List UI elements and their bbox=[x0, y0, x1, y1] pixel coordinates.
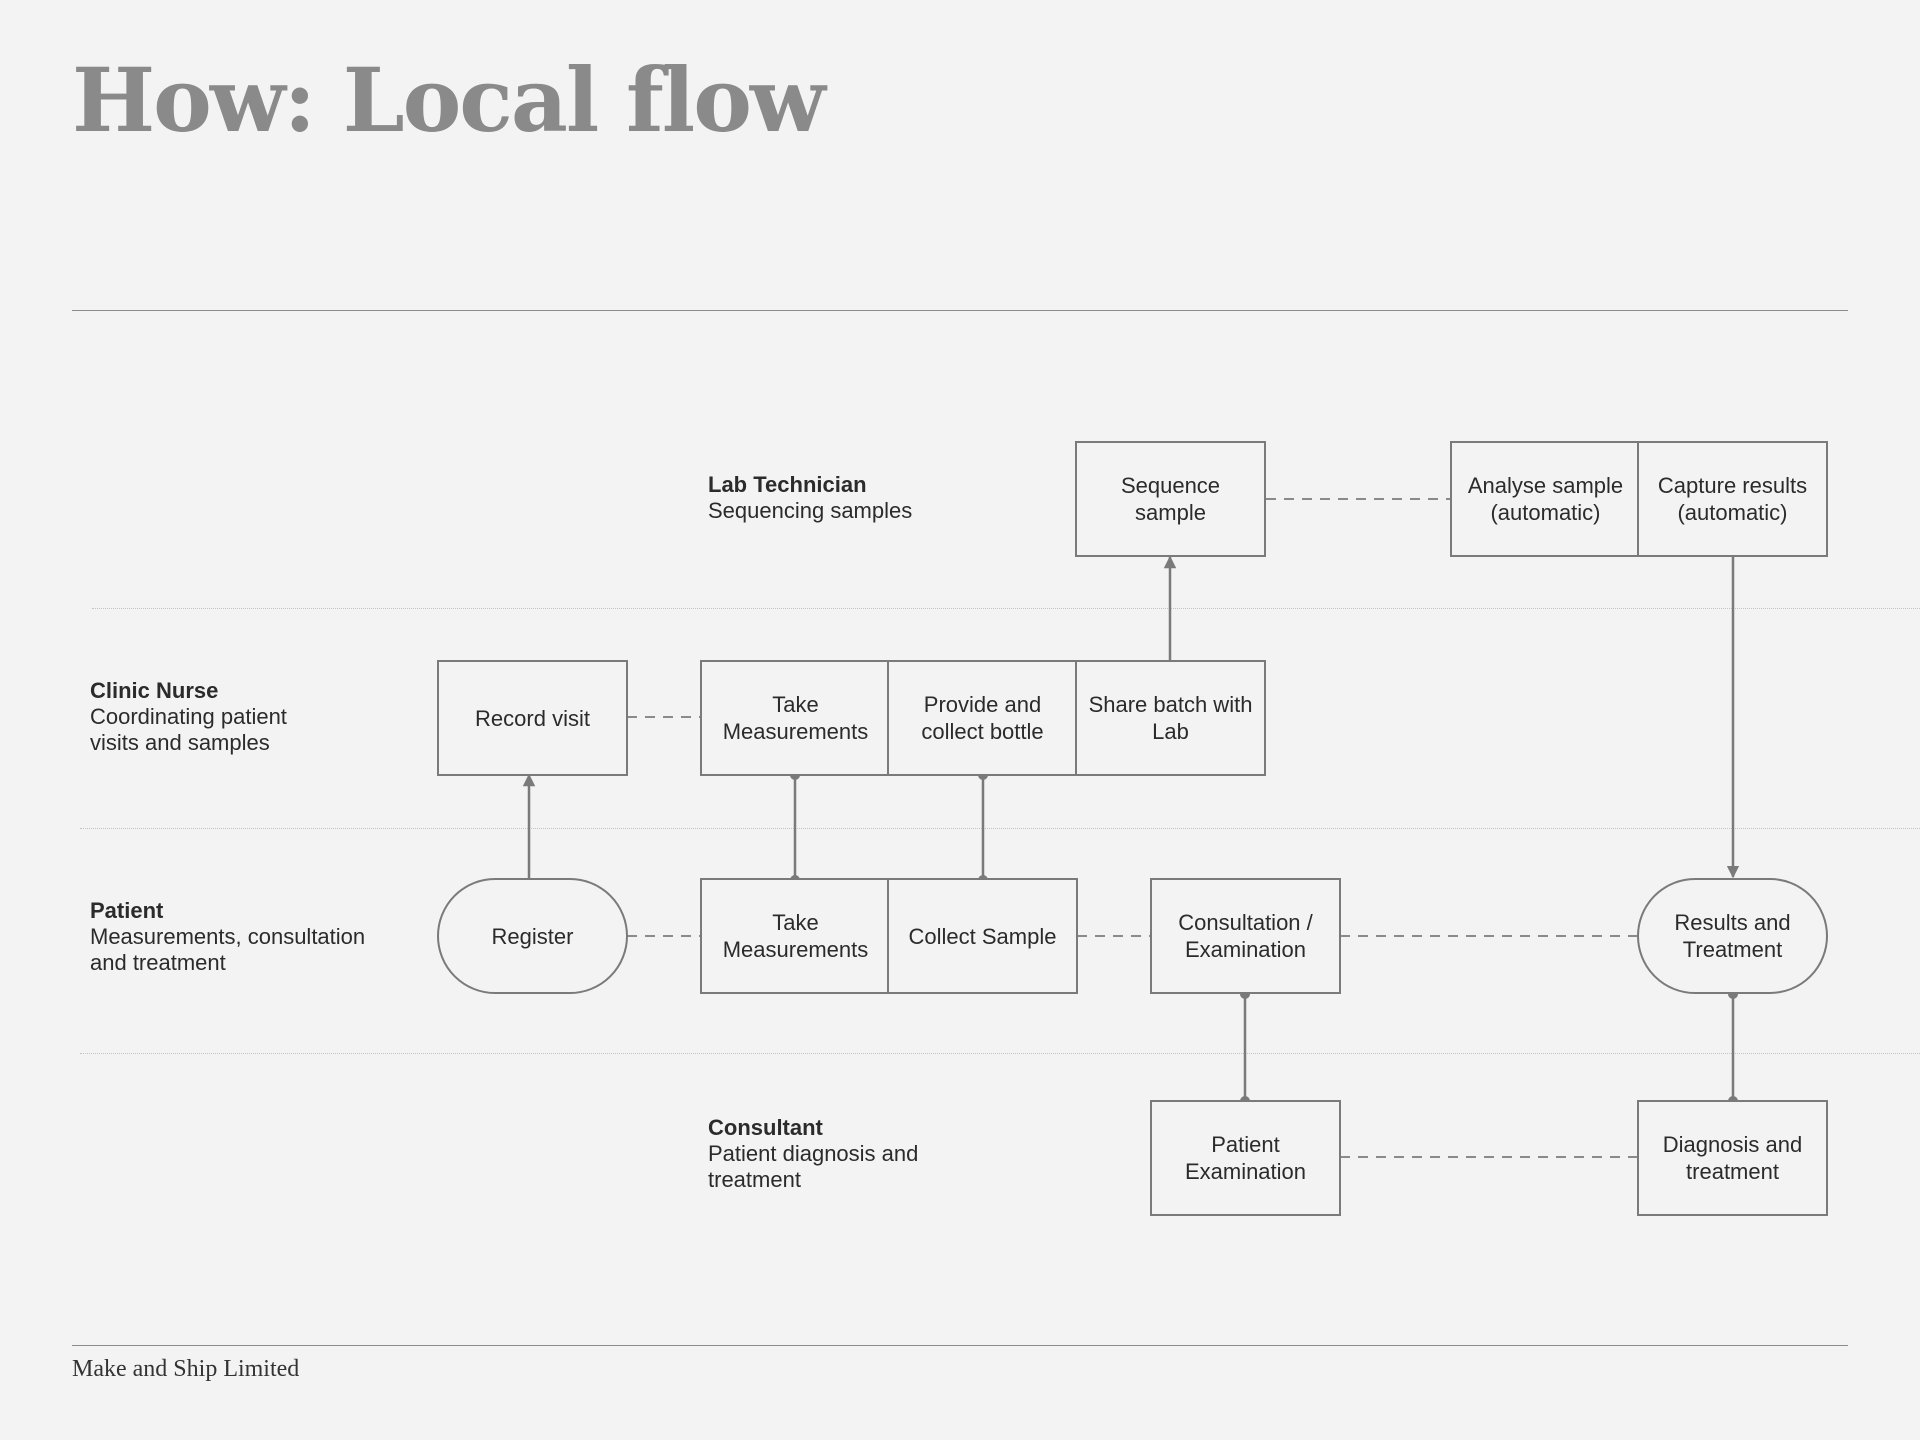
step-patient-take-measurements: Take Measurements bbox=[700, 878, 891, 994]
role-patient: Patient Measurements, consultation and t… bbox=[90, 898, 390, 976]
lane-divider-nurse-patient bbox=[80, 828, 1920, 829]
role-name: Lab Technician bbox=[708, 472, 867, 497]
role-description: Measurements, consultation and treatment bbox=[90, 924, 366, 975]
header-rule bbox=[72, 310, 1848, 311]
step-sequence-sample: Sequence sample bbox=[1075, 441, 1266, 557]
step-consultation: Consultation / Examination bbox=[1150, 878, 1341, 994]
page-title: How: Local flow bbox=[72, 48, 826, 152]
footer-rule bbox=[72, 1345, 1848, 1346]
step-collect-sample: Collect Sample bbox=[887, 878, 1078, 994]
step-nurse-take-measurements: Take Measurements bbox=[700, 660, 891, 776]
step-diagnosis-treatment: Diagnosis and treatment bbox=[1637, 1100, 1828, 1216]
step-provide-bottle: Provide and collect bottle bbox=[887, 660, 1078, 776]
step-register: Register bbox=[437, 878, 628, 994]
role-name: Consultant bbox=[708, 1115, 823, 1140]
role-clinic-nurse: Clinic Nurse Coordinating patient visits… bbox=[90, 678, 330, 756]
footer-company: Make and Ship Limited bbox=[72, 1356, 300, 1382]
role-consultant: Consultant Patient diagnosis and treatme… bbox=[708, 1115, 948, 1193]
role-lab-technician: Lab Technician Sequencing samples bbox=[708, 472, 988, 524]
step-capture-results: Capture results (automatic) bbox=[1637, 441, 1828, 557]
step-analyse-sample: Analyse sample (automatic) bbox=[1450, 441, 1641, 557]
lane-divider-patient-consultant bbox=[80, 1053, 1920, 1054]
step-patient-examination: Patient Examination bbox=[1150, 1100, 1341, 1216]
role-description: Coordinating patient visits and samples bbox=[90, 704, 287, 755]
step-record-visit: Record visit bbox=[437, 660, 628, 776]
role-description: Sequencing samples bbox=[708, 498, 913, 523]
step-results-treatment: Results and Treatment bbox=[1637, 878, 1828, 994]
step-share-batch: Share batch with Lab bbox=[1075, 660, 1266, 776]
role-name: Patient bbox=[90, 898, 164, 923]
role-name: Clinic Nurse bbox=[90, 678, 219, 703]
role-description: Patient diagnosis and treatment bbox=[708, 1141, 919, 1192]
lane-divider-lab-nurse bbox=[92, 608, 1920, 609]
